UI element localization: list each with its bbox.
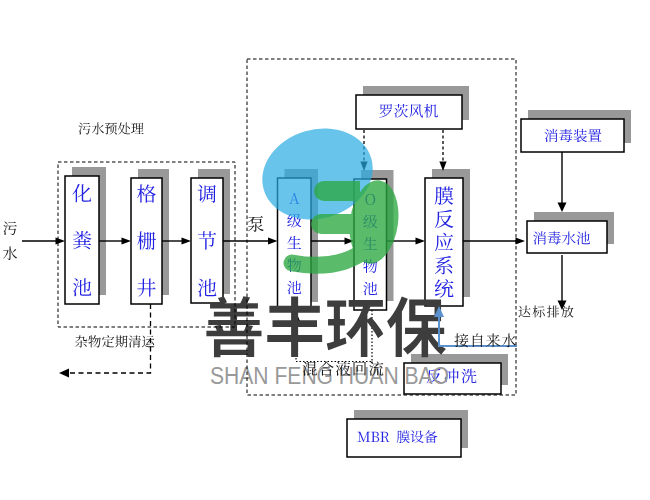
svg-text:SHAN FENG HUAN BAO: SHAN FENG HUAN BAO — [210, 362, 449, 389]
